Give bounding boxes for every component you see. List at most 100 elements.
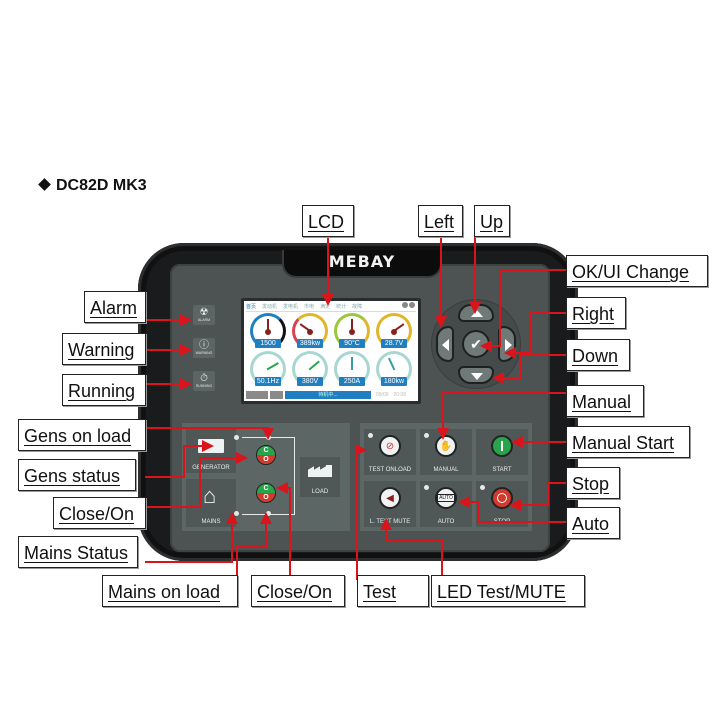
test-onload-led xyxy=(368,433,373,438)
lcd-tab[interactable]: 发动机 xyxy=(262,304,278,310)
callout-test: Test xyxy=(357,575,429,607)
gens-status-led xyxy=(234,435,239,440)
status-dot-icon xyxy=(402,302,408,308)
callout-gens-on-load: Gens on load xyxy=(18,419,146,451)
mains-tile: ⌂ MAINS xyxy=(186,479,236,527)
indicator-label: ALARM xyxy=(197,317,211,322)
mains-close-open-button[interactable]: C O xyxy=(256,483,276,503)
gauge-needle xyxy=(351,357,353,370)
stop-button[interactable] xyxy=(491,487,513,509)
auto-label: AUTO xyxy=(437,519,455,525)
test-onload-label: TEST ONLOAD xyxy=(368,467,412,473)
product-title: DC82D MK3 xyxy=(38,177,147,195)
gauge-power: 389kw xyxy=(292,313,328,349)
gauge-voltage: 380V xyxy=(292,351,328,387)
callout-left: Left xyxy=(418,205,463,237)
close-label: C xyxy=(257,484,275,493)
load-label: LOAD xyxy=(311,489,329,495)
callout-led-test-mute: LED Test/MUTE xyxy=(431,575,585,607)
brand-logo: MEBAY xyxy=(282,250,442,278)
callout-mains-on-load: Mains on load xyxy=(102,575,238,607)
mains-label: MAINS xyxy=(201,519,221,525)
gauge-arc xyxy=(292,313,328,349)
gauge-battery: 28.7V xyxy=(376,313,412,349)
callout-manual: Manual xyxy=(566,385,644,417)
factory-icon xyxy=(308,465,332,477)
indicator-label: WARNING xyxy=(195,350,213,355)
gauge-arc xyxy=(376,313,412,349)
test-onload-button[interactable]: ⊘ xyxy=(379,435,401,457)
lcd-tab[interactable]: 满定 xyxy=(320,304,331,310)
callout-close-on-left: Close/On xyxy=(53,497,146,529)
control-buttons-panel: ⊘ TEST ONLOAD ✋ MANUAL START ◀ L. TEST M… xyxy=(360,423,532,531)
gauge-value: 90°C xyxy=(339,339,365,348)
warning-icon: ⓘ xyxy=(199,339,209,351)
mute-speaker-icon: ◀ xyxy=(386,492,394,504)
lcd-tab[interactable]: 统计 xyxy=(336,304,347,310)
checkmark-icon: ✔ xyxy=(470,335,482,352)
gauge-arc xyxy=(334,351,370,387)
callout-up: Up xyxy=(474,205,510,237)
open-label: O xyxy=(257,455,275,464)
stop-icon xyxy=(497,493,507,503)
lamp-test-mute-button[interactable]: ◀ xyxy=(379,487,401,509)
stop-led xyxy=(480,485,485,490)
auto-icon: AUTO xyxy=(437,494,455,502)
arrow-right-icon xyxy=(505,339,512,351)
gauge-frequency: 50.1Hz xyxy=(250,351,286,387)
lcd-status-text: 待机中... xyxy=(285,390,371,399)
close-label: C xyxy=(257,446,275,455)
callout-auto: Auto xyxy=(566,507,620,539)
arrow-down-icon xyxy=(471,373,483,380)
lcd-time: 20:08 xyxy=(393,391,407,398)
lcd-tab[interactable]: 发电机 xyxy=(283,304,299,310)
gauge-value: 250A xyxy=(339,377,365,386)
lcd-mode-chip xyxy=(270,390,283,399)
gauge-arc xyxy=(250,313,286,349)
auto-tile: AUTO AUTO xyxy=(420,481,472,527)
gauge-value: 380V xyxy=(297,377,323,386)
auto-led xyxy=(424,485,429,490)
stop-tile: STOP xyxy=(476,481,528,527)
gauge-temperature: 90°C xyxy=(334,313,370,349)
indicator-label: RUNNING xyxy=(195,383,213,388)
callout-right: Right xyxy=(566,297,626,329)
status-dot-icon xyxy=(409,302,415,308)
callout-stop: Stop xyxy=(566,467,620,499)
gauge-hub xyxy=(391,329,397,335)
callout-warning: Warning xyxy=(62,333,146,365)
gauge-needle xyxy=(267,319,269,332)
load-tile: LOAD xyxy=(300,457,340,497)
alarm-indicator: ☢ ALARM xyxy=(193,305,215,325)
gens-close-open-button[interactable]: C O xyxy=(256,445,276,465)
gauge-value: 28.7V xyxy=(381,339,407,348)
lcd-tab[interactable]: 市电 xyxy=(304,304,315,310)
manual-label: MANUAL xyxy=(433,467,459,473)
open-label: O xyxy=(257,493,275,502)
lcd-tabs: 首页 发动机 发电机 市电 满定 统计 故障 xyxy=(246,302,416,312)
lcd-tab[interactable]: 首页 xyxy=(246,304,257,310)
gauge-arc xyxy=(250,351,286,387)
callout-alarm: Alarm xyxy=(84,291,146,323)
gauge-arc xyxy=(292,351,328,387)
auto-button[interactable]: AUTO xyxy=(435,487,457,509)
lcd-status-dots xyxy=(402,302,415,308)
running-icon: ⏱ xyxy=(200,372,208,384)
callout-mains-status: Mains Status xyxy=(18,536,138,568)
gauge-hub xyxy=(265,329,271,335)
test-onload-icon: ⊘ xyxy=(385,440,395,452)
transmission-tower-icon: ⌂ xyxy=(203,483,217,508)
lcd-tab[interactable]: 故障 xyxy=(352,304,363,310)
manual-led xyxy=(424,433,429,438)
gauge-rpm: 1500 xyxy=(250,313,286,349)
warning-indicator: ⓘ WARNING xyxy=(193,338,215,358)
gauge-value: 50.1Hz xyxy=(255,377,281,386)
callout-gens-status: Gens status xyxy=(18,459,136,491)
gauge-active-power: 180kw xyxy=(376,351,412,387)
gauge-value: 1500 xyxy=(255,339,281,348)
callout-running: Running xyxy=(62,374,146,406)
callout-manual-start: Manual Start xyxy=(566,426,690,458)
test-onload-tile: ⊘ TEST ONLOAD xyxy=(364,429,416,475)
hand-icon: ✋ xyxy=(439,440,453,452)
start-icon xyxy=(501,441,503,451)
